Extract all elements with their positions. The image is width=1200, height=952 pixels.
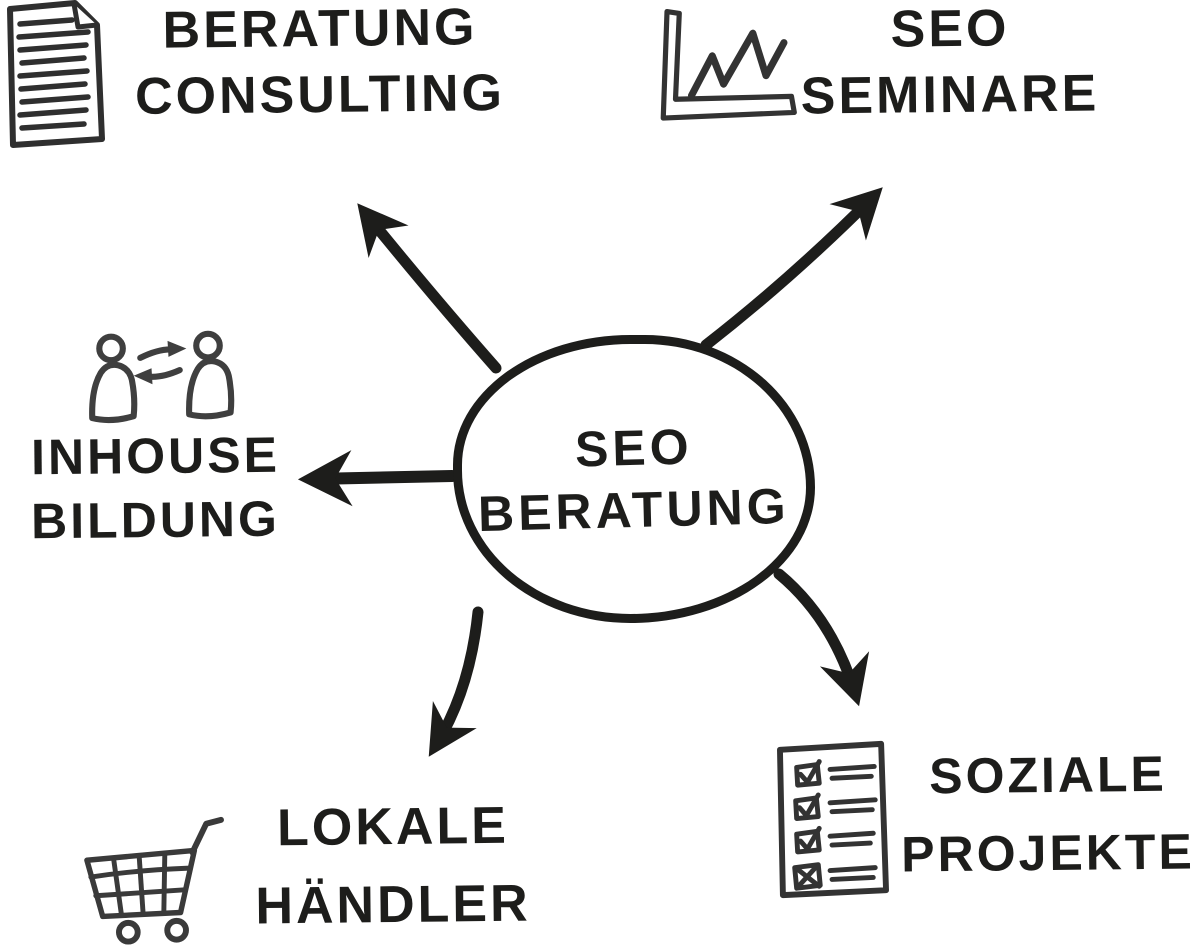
node-label-line1: SEO [890,0,1010,59]
arrow-to-soziale-projekte [773,568,870,707]
node-label-line1: SOZIALE [928,745,1168,805]
arrow-to-seo-seminare [700,187,883,351]
arrow-to-beratung-consulting [357,203,502,374]
node-seo-seminare: SEO SEMINARE [775,0,1125,128]
node-lokale-haendler: LOKALE HÄNDLER [228,788,558,944]
arrow-to-inhouse-bildung [297,450,458,507]
node-beratung-consulting: BERATUNG CONSULTING [105,0,535,128]
node-label-line1: INHOUSE [30,426,281,486]
node-inhouse-bildung: INHOUSE BILDUNG [8,424,303,552]
checklist-icon [777,740,889,899]
node-label-line1: LOKALE [276,796,510,858]
node-label-line2: PROJEKTE [900,823,1196,883]
node-label-line2: SEMINARE [800,64,1100,126]
line-chart-icon [660,8,797,121]
node-label-line2: CONSULTING [134,64,506,126]
center-label-line2: BERATUNG [477,477,791,543]
node-label-line2: HÄNDLER [255,874,531,936]
node-label-line1: BERATUNG [162,0,478,60]
node-soziale-projekte: SOZIALE PROJEKTE [892,736,1200,892]
document-icon [7,0,105,148]
center-label-line1: SEO [574,418,694,478]
people-exchange-icon [89,330,235,424]
node-label-line2: BILDUNG [30,490,281,550]
arrow-to-lokale-haendler [428,606,484,757]
center-node-seo-beratung: SEO BERATUNG [453,335,815,623]
shopping-cart-icon [84,816,224,945]
